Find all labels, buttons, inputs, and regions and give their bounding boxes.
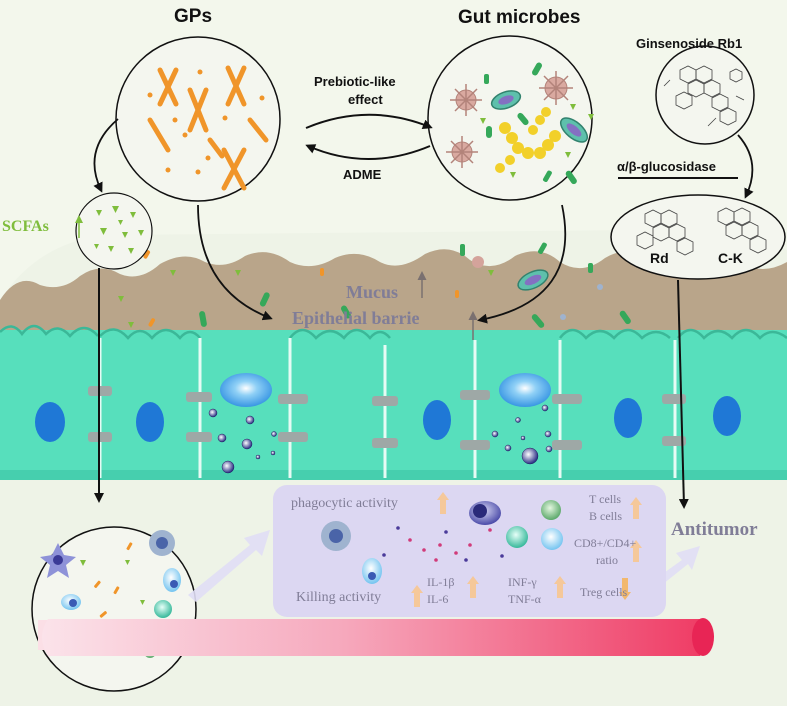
- mucus-label: Mucus: [346, 282, 399, 302]
- prebiotic-label-2: effect: [348, 92, 383, 107]
- antitumor-label: Antitumor: [671, 519, 758, 540]
- il6-label: IL-6: [427, 592, 449, 606]
- gps-circle: [115, 36, 281, 202]
- gps-title: GPs: [174, 6, 213, 27]
- blood-vessel: [42, 618, 714, 656]
- killing-label: Killing activity: [296, 590, 382, 605]
- tcells-label: T cells: [589, 492, 622, 506]
- prebiotic-label-1: Prebiotic-like: [314, 74, 396, 89]
- ratio-label: ratio: [596, 553, 618, 567]
- ginsenoside-title: Ginsenoside Rb1: [636, 36, 743, 51]
- mucus-particles: [118, 242, 631, 328]
- treg-label: Treg cells: [580, 585, 628, 599]
- glucosidase-label: α/β-glucosidase: [617, 159, 717, 174]
- scfas-circle: [75, 192, 153, 270]
- infg-label: INF-γ: [508, 575, 537, 589]
- rd-label: Rd: [650, 250, 669, 266]
- adme-label: ADME: [343, 167, 382, 182]
- epithelial-cells: [0, 324, 787, 480]
- cd8cd4-label: CD8+/CD4+: [574, 536, 637, 550]
- epithelial-barrier-label: Epithelial barrie: [292, 308, 420, 328]
- flow-arrows: [93, 113, 754, 509]
- ck-label: C-K: [718, 250, 743, 266]
- phagocytic-label: phagocytic activity: [291, 496, 398, 511]
- il1b-label: IL-1β: [427, 575, 455, 589]
- tnfa-label: TNF-α: [508, 592, 541, 606]
- immune-panel: [273, 485, 666, 617]
- scfas-label: SCFAs: [2, 218, 49, 235]
- gut-microbes-circle: [427, 35, 594, 201]
- bcells-label: B cells: [589, 509, 622, 523]
- metabolites-ellipse: [610, 194, 786, 280]
- ginsenoside-circle: [655, 45, 755, 145]
- gut-microbes-title: Gut microbes: [458, 7, 581, 28]
